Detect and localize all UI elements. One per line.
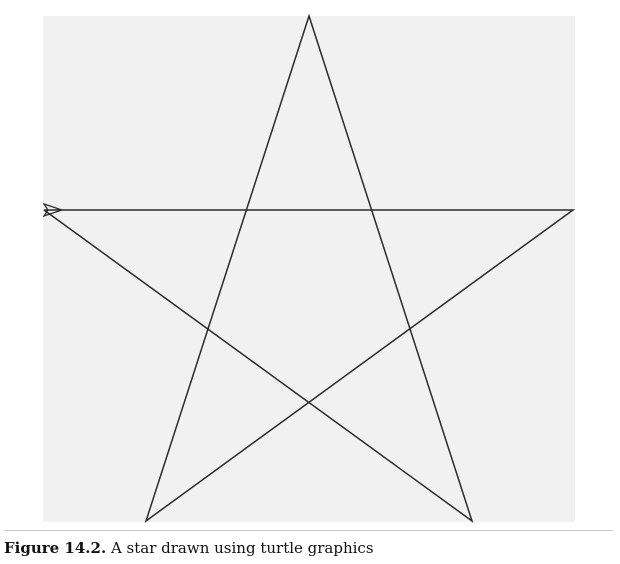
caption-divider [4, 530, 613, 531]
turtle-drawing [42, 13, 576, 523]
turtle-canvas [43, 16, 575, 522]
figure-caption: Figure 14.2. A star drawn using turtle g… [4, 538, 374, 558]
caption-text: A star drawn using turtle graphics [110, 539, 374, 557]
star-path [43, 13, 576, 523]
caption-label: Figure 14.2. [4, 539, 107, 557]
turtle-cursor-icon [42, 202, 64, 218]
